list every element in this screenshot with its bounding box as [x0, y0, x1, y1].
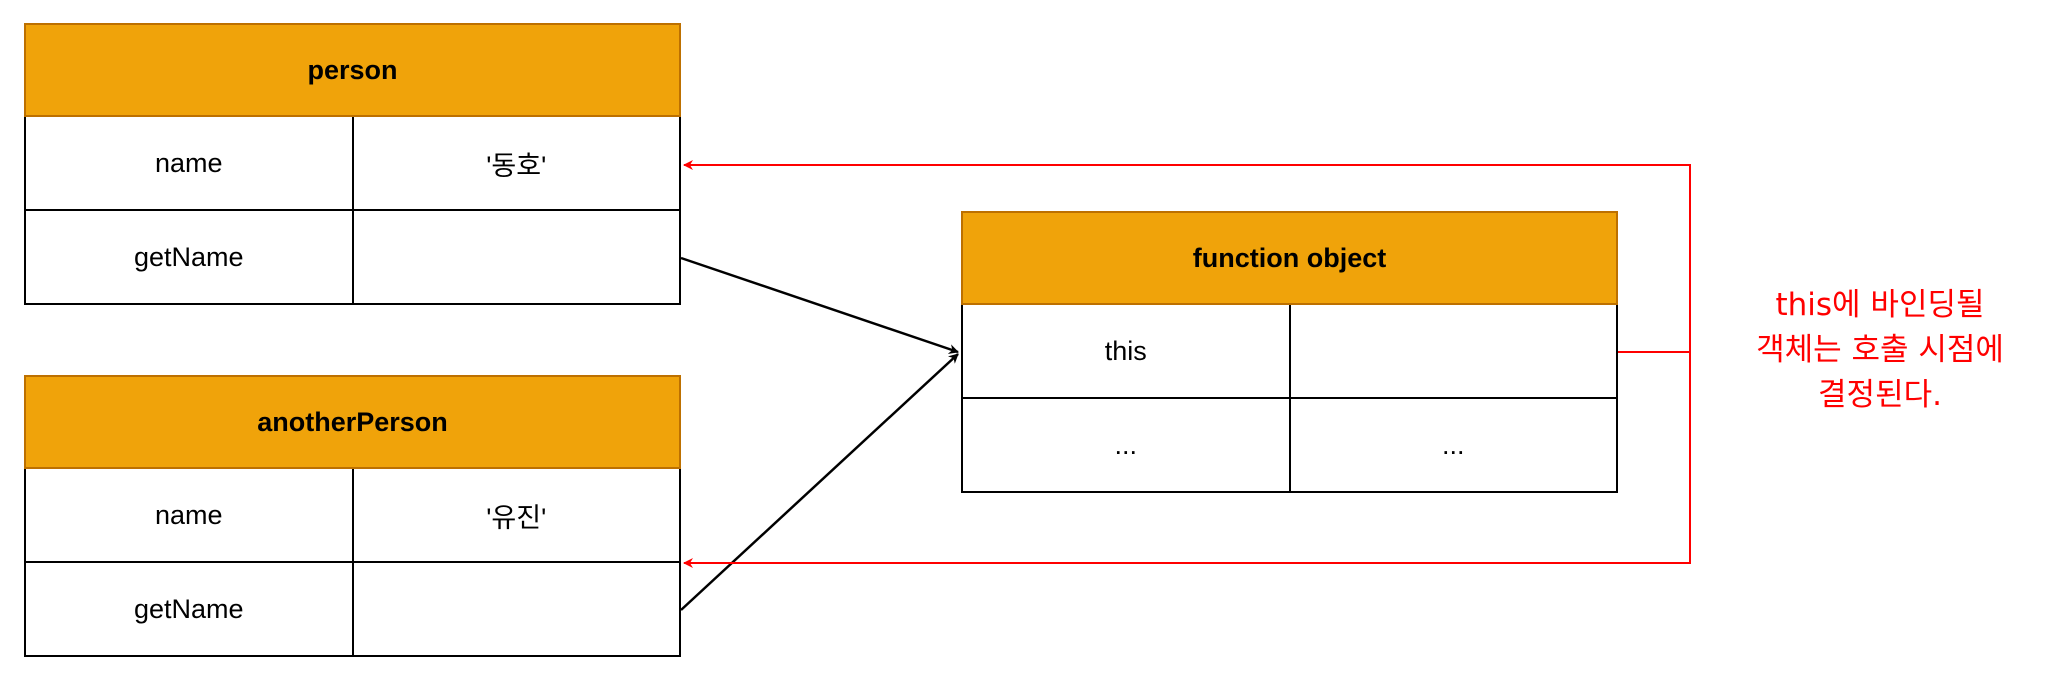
- another-person-name-value: '유진': [351, 469, 680, 561]
- function-object-header: function object: [961, 211, 1618, 305]
- function-this-value: [1288, 305, 1617, 397]
- another-person-getname-value: [351, 563, 680, 655]
- annotation-line-2: 객체는 호출 시점에: [1756, 332, 2004, 368]
- function-object-row-etc: ... ...: [961, 399, 1618, 493]
- function-etc-key: ...: [1114, 429, 1137, 460]
- person-getname-value: [351, 211, 680, 303]
- function-object-table: function object this ... ...: [961, 211, 1618, 493]
- person-name-value: '동호': [351, 117, 680, 209]
- function-etc-value: ...: [1288, 399, 1617, 491]
- function-this-key: this: [1104, 335, 1147, 366]
- another-person-row-getname: getName: [24, 563, 681, 657]
- person-name-key: name: [154, 147, 223, 178]
- another-person-name-key: name: [154, 499, 223, 530]
- annotation-line-1: this에 바인딩될: [1775, 287, 1985, 323]
- another-person-row-name: name '유진': [24, 469, 681, 563]
- person-getname-key: getName: [133, 241, 244, 272]
- person-object-table: person name '동호' getName: [24, 23, 681, 305]
- person-getname-reference-arrow: [680, 256, 959, 354]
- function-object-row-this: this: [961, 305, 1618, 399]
- another-person-header: anotherPerson: [24, 375, 681, 469]
- this-binding-annotation: this에 바인딩될 객체는 호출 시점에 결정된다.: [1700, 283, 2048, 418]
- person-row-name: name '동호': [24, 117, 681, 211]
- another-person-object-table: anotherPerson name '유진' getName: [24, 375, 681, 657]
- annotation-line-3: 결정된다.: [1818, 377, 1942, 413]
- person-header: person: [24, 23, 681, 117]
- person-row-getname: getName: [24, 211, 681, 305]
- another-person-getname-reference-arrow: [680, 353, 959, 611]
- another-person-getname-key: getName: [133, 593, 244, 624]
